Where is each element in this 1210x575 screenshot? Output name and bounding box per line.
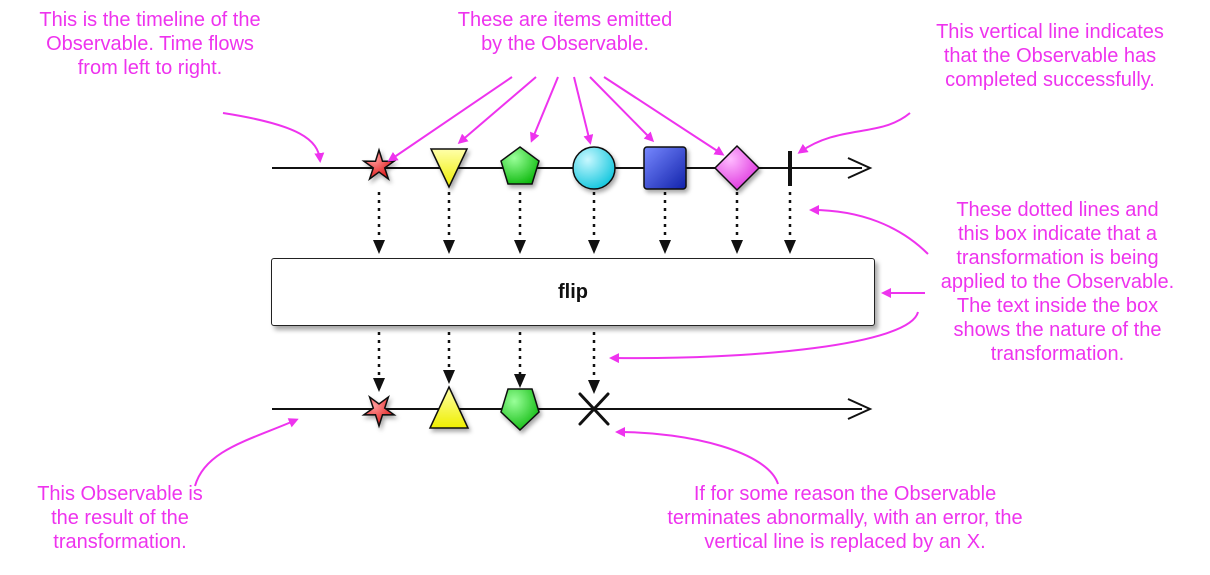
output-timeline-arrowhead xyxy=(847,398,873,420)
annotation-line: terminates abnormally, with an error, th… xyxy=(667,507,1023,529)
input-timeline-arrowhead xyxy=(847,157,873,179)
input-item-square xyxy=(643,146,687,190)
annotation-line: This Observable is xyxy=(37,483,203,505)
annotation-line: the result of the xyxy=(51,507,189,529)
annotation-line: If for some reason the Observable xyxy=(693,483,997,505)
annotation-line: from left to right. xyxy=(77,57,223,79)
annotation-line: this box indicate that a xyxy=(957,223,1157,245)
annotation-completed: This vertical line indicates that the Ob… xyxy=(890,20,1210,92)
annotation-line: completed successfully. xyxy=(945,69,1155,91)
annotation-line: This vertical line indicates xyxy=(936,21,1164,43)
operator-box: flip xyxy=(271,258,875,326)
annotation-line: Observable. Time flows xyxy=(46,33,254,55)
annotation-result: This Observable is the result of the tra… xyxy=(10,482,230,554)
annotation-transform: These dotted lines and this box indicate… xyxy=(905,198,1210,366)
annotation-line: This is the timeline of the xyxy=(39,9,261,31)
annotation-line: applied to the Observable. xyxy=(940,271,1175,293)
annotation-error: If for some reason the Observable termin… xyxy=(625,482,1065,554)
output-dotted-lines xyxy=(373,332,600,394)
annotation-items: These are items emitted by the Observabl… xyxy=(415,8,715,56)
annotation-arrows xyxy=(194,76,929,487)
annotation-line: vertical line is replaced by an X. xyxy=(704,531,986,553)
error-x xyxy=(578,392,610,426)
output-item-pentagon xyxy=(500,388,540,432)
annotation-line: These are items emitted xyxy=(457,9,673,31)
annotation-line: shows the nature of the xyxy=(953,319,1162,341)
input-item-circle xyxy=(572,146,616,190)
input-item-star xyxy=(361,147,397,182)
annotation-line: by the Observable. xyxy=(481,33,649,55)
annotation-line: transformation. xyxy=(990,343,1125,365)
annotation-timeline: This is the timeline of the Observable. … xyxy=(0,8,300,80)
input-dotted-lines xyxy=(373,192,796,254)
input-item-triangle xyxy=(429,148,469,189)
annotation-line: transformation. xyxy=(53,531,187,553)
annotation-line: The text inside the box xyxy=(956,295,1159,317)
input-item-diamond xyxy=(713,144,761,192)
output-item-star xyxy=(361,394,397,429)
annotation-line: These dotted lines and xyxy=(956,199,1159,221)
annotation-line: transformation is being xyxy=(956,247,1159,269)
annotation-line: that the Observable has xyxy=(943,45,1157,67)
operator-label: flip xyxy=(558,280,588,303)
input-item-pentagon xyxy=(500,146,540,185)
output-item-triangle xyxy=(428,385,470,429)
